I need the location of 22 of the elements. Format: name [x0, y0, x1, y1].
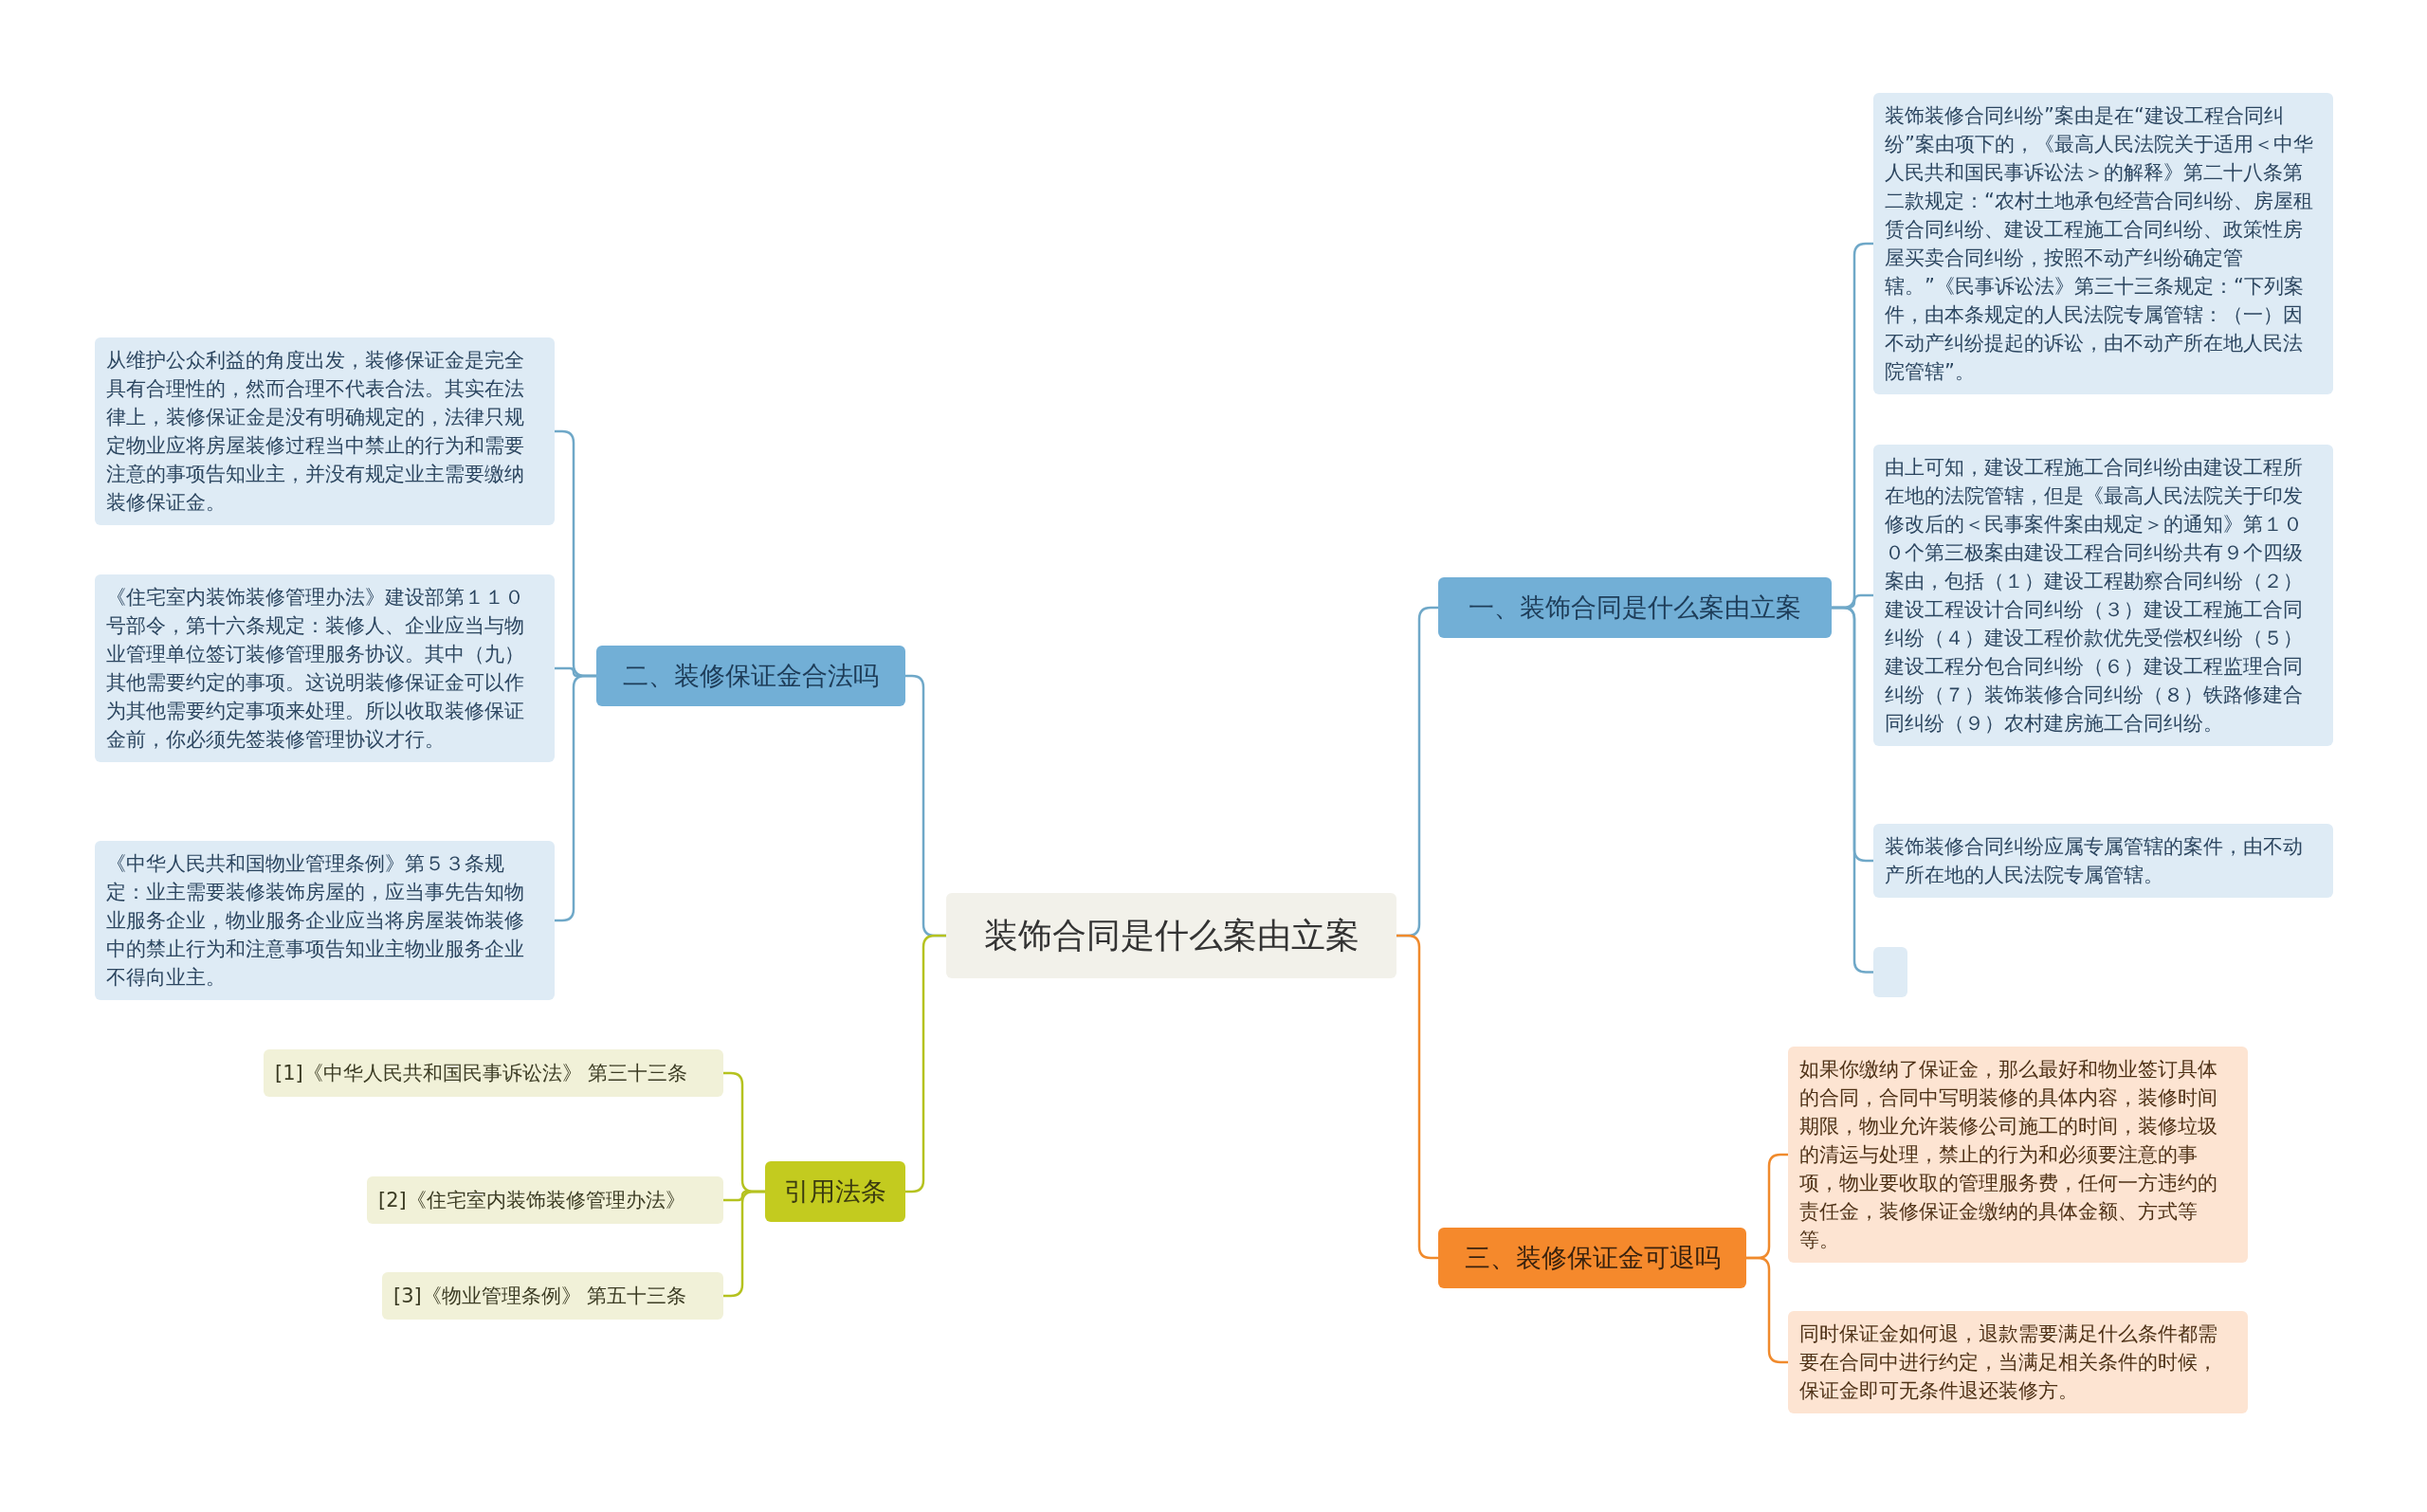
- note-card: 《住宅室内装饰装修管理办法》建设部第１１０号部令，第十六条规定：装修人、企业应当与物业管理单位签订装修管理服务协议。其中（九）其他需要约定的事项。这说明装修保证金可以作为其他需要约定事项来处理。所以收取装修保证金前，你必须先签装修管理协议才行。: [95, 574, 555, 762]
- note-card: 同时保证金如何退，退款需要满足什么条件都需要在合同中进行约定，当满足相关条件的时候，保证金即可无条件退还装修方。: [1788, 1311, 2248, 1413]
- connector-line: [1746, 1256, 1788, 1364]
- note-card: 如果你缴纳了保证金，那么最好和物业签订具体的合同，合同中写明装修的具体内容，装修时间期限，物业允许装修公司施工的时间，装修垃圾的清运与处理，禁止的行为和必须要注意的事项，物业要收取的管理服务费，任何一方违约的责任金，装修保证金缴纳的具体金额、方式等等。: [1788, 1047, 2248, 1263]
- reference-card: [1]《中华人民共和国民事诉讼法》 第三十三条: [264, 1049, 723, 1097]
- connector-line: [555, 674, 596, 922]
- note-card: 由上可知，建设工程施工合同纠纷由建设工程所在地的法院管辖，但是《最高人民法院关于印发修改后的＜民事案件案由规定＞的通知》第１００个第三极案由建设工程合同纠纷共有９个四级案由，包括（１）建设工程勘察合同纠纷（２）建设工程设计合同纠纷（３）建设工程施工合同纠纷（４）建设工程价款优先受偿权纠纷（５）建设工程分包合同纠纷（６）建设工程监理合同纠纷（７）装饰装修合同纠纷（８）铁路修建合同纠纷（９）农村建房施工合同纠纷。: [1873, 445, 2333, 746]
- branch-topic: 一、装饰合同是什么案由立案: [1438, 577, 1832, 638]
- note-card: 《中华人民共和国物业管理条例》第５３条规定：业主需要装修装饰房屋的，应当事先告知物业服务企业，物业服务企业应当将房屋装饰装修中的禁止行为和注意事项告知业主物业服务企业不得向业主。: [95, 841, 555, 1000]
- reference-card: [3]《物业管理条例》 第五十三条: [382, 1272, 723, 1320]
- branch-topic: 二、装修保证金合法吗: [596, 646, 905, 706]
- connector-line: [1396, 934, 1438, 1260]
- branch-topic: 三、装修保证金可退吗: [1438, 1228, 1746, 1288]
- branch-topic: 引用法条: [765, 1161, 905, 1222]
- central-topic: 装饰合同是什么案由立案: [946, 893, 1396, 978]
- note-card: 装饰装修合同纠纷”案由是在“建设工程合同纠纷”案由项下的，《最高人民法院关于适用＜中华人民共和国民事诉讼法＞的解释》第二十八条第二款规定：“农村土地承包经营合同纠纷、房屋租赁合同纠纷、建设工程施工合同纠纷、政策性房屋买卖合同纠纷，按照不动产纠纷确定管辖。”《民事诉讼法》第三十三条规定：“下列案件，由本条规定的人民法院专属管辖：（一）因不动产纠纷提起的诉讼，由不动产所在地人民法院管辖”。: [1873, 93, 2333, 394]
- reference-card: [2]《住宅室内装饰装修管理办法》: [367, 1176, 723, 1224]
- connector-line: [723, 1190, 765, 1298]
- note-card: 装饰装修合同纠纷应属专属管辖的案件，由不动产所在地的人民法院专属管辖。: [1873, 824, 2333, 898]
- empty-box: [1873, 947, 1907, 997]
- note-card: 从维护公众利益的角度出发，装修保证金是完全具有合理性的，然而合理不代表合法。其实在法律上，装修保证金是没有明确规定的，法律只规定物业应将房屋装修过程当中禁止的行为和需要注意的事项告知业主，并没有规定业主需要缴纳装修保证金。: [95, 337, 555, 525]
- connector-line: [905, 934, 946, 1193]
